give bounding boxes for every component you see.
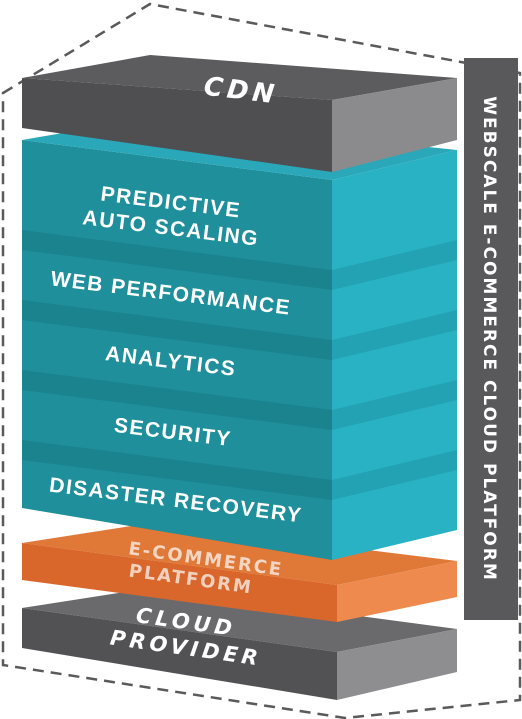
layer-ecommerce-platform: E-COMMERCE PLATFORM [22, 523, 457, 622]
layer-cloud-provider: CLOUD PROVIDER [22, 588, 457, 700]
layer-teal-stack: PREDICTIVE AUTO SCALING WEB PERFORMANCE … [22, 118, 457, 560]
layer-cdn: CDN [22, 55, 457, 172]
side-label: WEBSCALE E-COMMERCE CLOUD PLATFORM [479, 96, 499, 582]
side-bar [464, 58, 518, 620]
